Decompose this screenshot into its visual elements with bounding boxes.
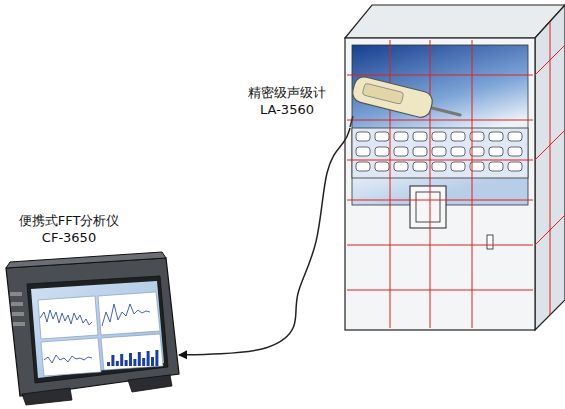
key <box>356 147 370 156</box>
spectrum-bar <box>111 355 114 366</box>
spectrum-bar <box>129 353 132 366</box>
meter-cable-exit <box>350 116 353 127</box>
key <box>375 147 389 156</box>
key <box>432 162 446 171</box>
spectrum-bar <box>155 350 158 366</box>
spectrum-bar <box>142 358 145 366</box>
spectrum-bar <box>138 352 141 366</box>
device-label: 精密级声级计 <box>240 84 334 101</box>
spectrum-bar <box>125 360 128 366</box>
spectrum-bar <box>116 361 119 366</box>
key <box>489 132 503 141</box>
key <box>432 147 446 156</box>
machine-cabinet <box>345 5 565 330</box>
key <box>394 132 408 141</box>
spectrum-bar <box>120 354 123 366</box>
key <box>508 162 522 171</box>
key <box>394 162 408 171</box>
key <box>489 162 503 171</box>
key <box>451 162 465 171</box>
device-label-block: 便携式FFT分析仪CF-3650 <box>5 212 133 246</box>
fft-analyzer-tablet <box>6 252 179 405</box>
signal-cable <box>179 128 350 355</box>
spectrum-bar <box>147 351 150 366</box>
spectrum-bar <box>133 359 136 366</box>
device-box: 精密级声级计LA-3560 <box>240 84 462 128</box>
key <box>508 147 522 156</box>
key <box>413 132 427 141</box>
spectrum-bar <box>107 362 110 366</box>
key <box>356 162 370 171</box>
key <box>375 132 389 141</box>
key <box>489 147 503 156</box>
device-box: 便携式FFT分析仪CF-3650 <box>5 212 179 398</box>
device-label: CF-3650 <box>5 229 133 246</box>
key <box>356 132 370 141</box>
key <box>508 132 522 141</box>
key <box>451 147 465 156</box>
key <box>394 147 408 156</box>
device-label: LA-3560 <box>240 101 334 118</box>
key <box>432 132 446 141</box>
device-label: 便携式FFT分析仪 <box>5 212 133 229</box>
key <box>375 162 389 171</box>
device-label-block: 精密级声级计LA-3560 <box>240 84 334 118</box>
key <box>451 132 465 141</box>
key <box>413 162 427 171</box>
key <box>413 147 427 156</box>
sound-level-meter <box>351 75 464 127</box>
spectrum-bar <box>151 357 154 366</box>
